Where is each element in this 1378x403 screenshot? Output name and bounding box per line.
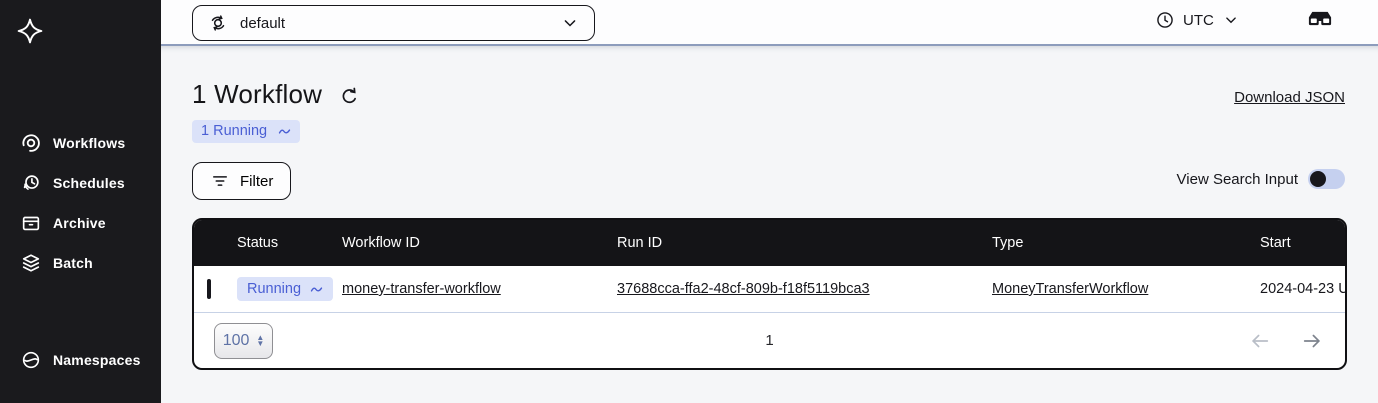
glasses-icon[interactable]: [1307, 11, 1333, 27]
row-checkbox[interactable]: [207, 279, 211, 299]
next-page-icon[interactable]: [1301, 330, 1323, 352]
view-search-input-toggle[interactable]: [1308, 169, 1345, 189]
spinner-arrows-icon: ▲▼: [256, 333, 265, 348]
namespace-select[interactable]: default: [192, 5, 595, 41]
chevron-down-icon: [1222, 11, 1240, 29]
sidebar-nav-bottom: Namespaces: [0, 340, 161, 380]
workflow-type-link[interactable]: MoneyTransferWorkflow: [992, 281, 1149, 297]
sidebar-item-workflows[interactable]: Workflows: [0, 123, 161, 163]
sidebar-item-label: Batch: [53, 255, 93, 271]
run-id-link[interactable]: 37688cca-ffa2-48cf-809b-f18f5119bca3: [617, 281, 870, 297]
current-page-number: 1: [765, 332, 774, 349]
pulse-icon: [278, 127, 291, 136]
sidebar-item-schedules[interactable]: Schedules: [0, 163, 161, 203]
sidebar-nav: Workflows Schedules Archive: [0, 123, 161, 283]
sidebar-item-label: Namespaces: [53, 352, 141, 368]
status-badge: Running: [237, 277, 334, 301]
column-header-type: Type: [992, 235, 1024, 251]
filter-icon: [210, 171, 230, 191]
column-header-run-id: Run ID: [617, 235, 663, 251]
table-footer: 100 ▲▼ 1: [194, 312, 1345, 368]
start-time-value: 2024-04-23 U: [1260, 281, 1345, 297]
status-label: Running: [247, 281, 302, 297]
previous-page-icon[interactable]: [1249, 330, 1271, 352]
workflows-icon: [20, 132, 42, 154]
main-content: 1 Workflow Download JSON 1 Running Filte…: [161, 46, 1378, 403]
sidebar-item-namespaces[interactable]: Namespaces: [0, 340, 161, 380]
column-header-start: Start: [1260, 235, 1291, 251]
sidebar-item-archive[interactable]: Archive: [0, 203, 161, 243]
namespace-switcher-icon: [207, 12, 229, 34]
toggle-knob: [1310, 171, 1326, 187]
pulse-icon: [310, 285, 323, 294]
filter-button-label: Filter: [240, 172, 274, 190]
summary-chip-label: 1 Running: [201, 123, 268, 139]
view-search-input-label: View Search Input: [1176, 170, 1298, 188]
temporal-logo-icon[interactable]: [16, 17, 44, 45]
clock-icon: [1155, 10, 1175, 30]
table-header-row: Status Workflow ID Run ID Type Start: [194, 220, 1345, 266]
top-bar: default UTC: [161, 0, 1378, 46]
timezone-select[interactable]: UTC: [1155, 10, 1240, 30]
running-summary-chip[interactable]: 1 Running: [192, 120, 301, 143]
namespace-select-value: default: [240, 14, 286, 32]
sidebar-item-batch[interactable]: Batch: [0, 243, 161, 283]
refresh-icon[interactable]: [339, 86, 360, 107]
sidebar-item-label: Schedules: [53, 175, 125, 191]
download-json-link[interactable]: Download JSON: [1234, 89, 1345, 106]
workflow-id-link[interactable]: money-transfer-workflow: [342, 281, 501, 297]
workflows-table: Status Workflow ID Run ID Type Start Run…: [192, 218, 1347, 370]
column-header-workflow-id: Workflow ID: [342, 235, 420, 251]
page-size-select[interactable]: 100 ▲▼: [214, 323, 273, 359]
page-title: 1 Workflow: [192, 79, 323, 109]
timezone-label: UTC: [1183, 11, 1214, 29]
archive-icon: [20, 212, 42, 234]
filter-button[interactable]: Filter: [192, 162, 292, 200]
page-size-value: 100: [222, 332, 250, 349]
chevron-down-icon: [560, 13, 580, 33]
table-row[interactable]: Running money-transfer-workflow 37688cca…: [194, 266, 1345, 312]
sidebar-item-label: Workflows: [53, 135, 126, 151]
sidebar-item-label: Archive: [53, 215, 106, 231]
schedules-icon: [20, 172, 42, 194]
namespaces-icon: [20, 349, 42, 371]
sidebar: Workflows Schedules Archive: [0, 0, 161, 403]
column-header-status: Status: [237, 235, 279, 251]
batch-icon: [20, 252, 42, 274]
